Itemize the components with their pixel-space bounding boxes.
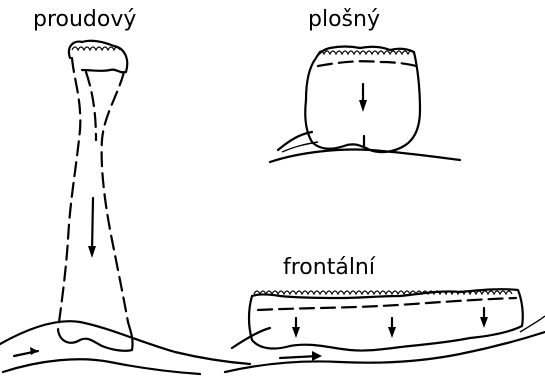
stream-left-flank — [58, 58, 80, 330]
frontal-flow-arrowhead-2 — [388, 327, 396, 338]
stream-head — [69, 41, 127, 73]
sheet-inner-line — [318, 61, 416, 66]
sheet-ground-line-lower — [270, 150, 460, 163]
stream-inner-line — [86, 72, 96, 140]
stream-flow-figure — [0, 41, 250, 374]
stream-flow-arrow — [92, 198, 93, 252]
stream-ground-line-lower — [3, 359, 200, 374]
stream-right-flank — [102, 72, 128, 322]
sheet-flow-arrowhead — [359, 100, 367, 112]
stream-ground-arrowhead — [30, 347, 38, 355]
frontal-inner-line — [258, 298, 516, 310]
frontal-flow-arrowhead-1 — [292, 327, 300, 338]
stream-head-crest — [72, 47, 120, 50]
stream-flow-arrowhead — [88, 246, 96, 258]
sheet-flow-figure — [270, 47, 460, 163]
frontal-crest — [254, 291, 512, 294]
frontal-ground-arrowhead — [312, 351, 322, 361]
frontal-ground-line-lower — [225, 332, 545, 372]
frontal-flow-arrowhead-3 — [480, 317, 488, 328]
sheet-crest — [318, 51, 414, 54]
stream-ground-line-upper — [0, 321, 250, 364]
frontal-flow-figure — [225, 289, 545, 372]
